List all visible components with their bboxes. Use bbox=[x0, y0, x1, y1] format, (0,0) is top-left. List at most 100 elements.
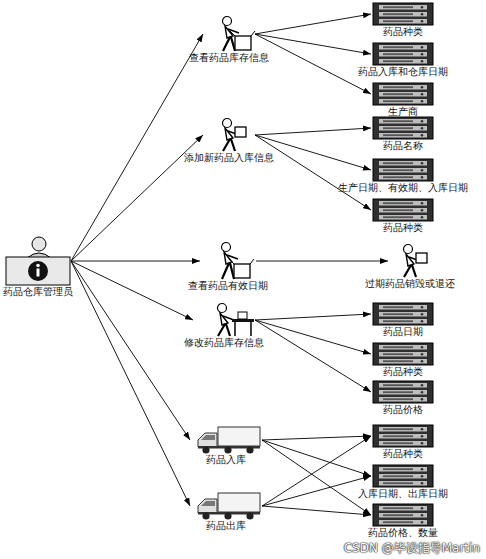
connector-arrow bbox=[71, 261, 190, 440]
icon-group bbox=[6, 237, 70, 285]
server-light bbox=[421, 202, 424, 205]
truck-cab bbox=[198, 499, 217, 513]
truck-node: 药品出库 bbox=[190, 492, 262, 532]
server-node: 药品价格 bbox=[371, 380, 435, 416]
server-slot bbox=[383, 428, 413, 430]
server-node: 药品日期 bbox=[371, 302, 435, 338]
connector-arrow bbox=[262, 506, 371, 515]
worker-legs bbox=[223, 37, 235, 51]
server-slot bbox=[383, 60, 413, 62]
connector-arrow bbox=[255, 320, 371, 392]
server-light bbox=[421, 442, 424, 445]
server-icon bbox=[371, 342, 435, 366]
server-unit bbox=[379, 215, 427, 220]
actor-head bbox=[32, 237, 46, 251]
info-badge bbox=[28, 261, 48, 281]
truck-cab bbox=[198, 433, 217, 447]
server-slot bbox=[383, 53, 413, 55]
server-slot bbox=[383, 475, 413, 477]
server-light bbox=[421, 320, 424, 323]
server-slot bbox=[383, 514, 413, 516]
server-body bbox=[373, 199, 433, 221]
node-label: 生产日期、有效期、入库日期 bbox=[338, 182, 468, 194]
server-slot bbox=[383, 202, 413, 204]
server-body bbox=[373, 504, 433, 526]
server-light bbox=[421, 209, 424, 212]
carried-box bbox=[416, 253, 427, 263]
server-light bbox=[421, 46, 424, 49]
worker-body bbox=[225, 26, 233, 38]
server-unit bbox=[379, 208, 427, 213]
server-slot bbox=[383, 482, 413, 484]
server-unit bbox=[379, 126, 427, 131]
server-slot bbox=[383, 86, 413, 88]
connector-arrow bbox=[262, 436, 371, 440]
server-light bbox=[421, 521, 424, 524]
server-icon bbox=[371, 158, 435, 182]
truck-icon bbox=[190, 492, 262, 520]
server-light bbox=[421, 176, 424, 179]
worker-body bbox=[224, 252, 232, 264]
server-body bbox=[373, 343, 433, 365]
worker-legs bbox=[218, 324, 230, 336]
server-slot bbox=[383, 20, 413, 22]
truck-wheel bbox=[224, 446, 231, 453]
server-unit bbox=[379, 19, 427, 24]
node-label: 生产商 bbox=[388, 106, 418, 118]
server-slot bbox=[383, 360, 413, 362]
server-body bbox=[373, 425, 433, 447]
connector-arrow bbox=[262, 436, 371, 506]
server-node: 生产日期、有效期、入库日期 bbox=[371, 158, 435, 194]
worker-head bbox=[223, 17, 232, 26]
server-unit bbox=[379, 175, 427, 180]
truck-wheel bbox=[224, 512, 231, 519]
server-light bbox=[421, 507, 424, 510]
server-unit bbox=[379, 133, 427, 138]
server-unit bbox=[379, 168, 427, 173]
server-icon bbox=[371, 116, 435, 140]
server-body bbox=[373, 465, 433, 487]
server-unit bbox=[379, 5, 427, 10]
server-light bbox=[421, 360, 424, 363]
connector-arrow bbox=[255, 14, 371, 34]
server-unit bbox=[379, 474, 427, 479]
server-icon bbox=[371, 2, 435, 26]
server-slot bbox=[383, 442, 413, 444]
truck-wheel bbox=[202, 446, 209, 453]
server-slot bbox=[383, 216, 413, 218]
server-slot bbox=[383, 100, 413, 102]
server-unit bbox=[379, 520, 427, 525]
person-box-node: 查看药品库存信息 bbox=[203, 16, 255, 64]
connector-arrow bbox=[71, 34, 203, 261]
server-slot bbox=[383, 13, 413, 15]
server-light bbox=[421, 384, 424, 387]
node-label: 查看药品库存信息 bbox=[189, 52, 269, 64]
node-label: 药品入库 bbox=[206, 454, 246, 466]
worker-head bbox=[218, 304, 227, 313]
server-node: 药品种类 bbox=[371, 2, 435, 38]
server-unit bbox=[379, 161, 427, 166]
worker-legs bbox=[223, 139, 235, 151]
node-label: 添加新药品入库信息 bbox=[184, 152, 274, 164]
truck-cargo bbox=[218, 427, 260, 446]
carton-flap bbox=[229, 259, 254, 264]
server-body bbox=[373, 381, 433, 403]
connector-arrow bbox=[255, 34, 371, 94]
node-label: 修改药品库存信息 bbox=[184, 337, 264, 349]
server-light bbox=[421, 514, 424, 517]
truck-cargo bbox=[218, 493, 260, 512]
node-label: 药品日期 bbox=[383, 326, 423, 338]
icon-group bbox=[223, 17, 256, 52]
server-unit bbox=[379, 85, 427, 90]
server-light bbox=[421, 435, 424, 438]
server-unit bbox=[379, 390, 427, 395]
node-label: 药品名称 bbox=[383, 140, 423, 152]
server-icon bbox=[371, 302, 435, 326]
server-icon bbox=[371, 42, 435, 66]
person-box-icon bbox=[200, 242, 256, 280]
person-carry-node: 过期药品销毁或退还 bbox=[388, 244, 432, 290]
icon-group bbox=[373, 43, 433, 65]
carton-box bbox=[235, 36, 251, 50]
server-unit bbox=[379, 92, 427, 97]
connector-arrow bbox=[71, 261, 193, 320]
